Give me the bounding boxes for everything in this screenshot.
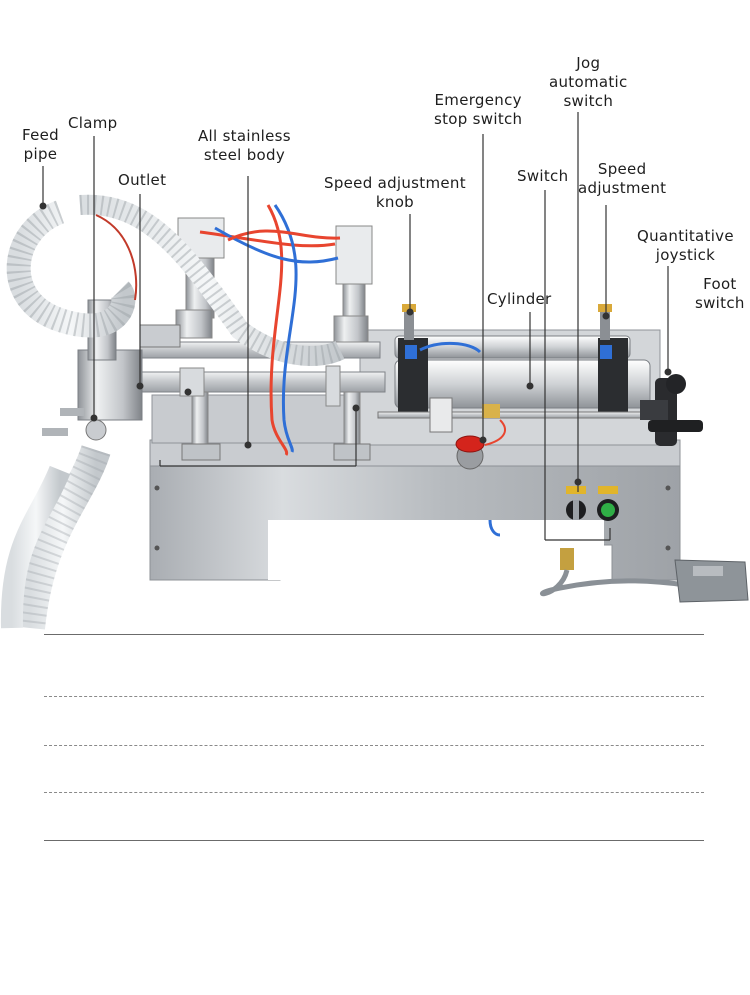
- table-top-rule: [44, 634, 704, 635]
- label-switch: Switch: [517, 167, 569, 185]
- label-quantitative-joystick: Quantitative joystick: [637, 227, 734, 264]
- table-row-divider: [44, 696, 704, 697]
- spec-table: [44, 634, 704, 844]
- label-jog-automatic-switch: Jog automatic switch: [549, 54, 628, 110]
- label-feed-pipe: Feed pipe: [22, 126, 59, 163]
- leader-lines: [42, 112, 669, 541]
- label-outlet: Outlet: [118, 171, 167, 189]
- table-bottom-rule: [44, 840, 704, 841]
- label-speed-adjustment: Speed adjustment: [578, 160, 667, 197]
- table-row-divider: [44, 792, 704, 793]
- label-emergency-stop-switch: Emergency stop switch: [434, 91, 523, 128]
- leader-dots: [39, 202, 672, 486]
- power-button-icon: [601, 503, 615, 517]
- label-cylinder: Cylinder: [487, 290, 552, 308]
- emergency-stop-icon: [455, 435, 485, 453]
- label-clamp: Clamp: [68, 114, 118, 132]
- label-speed-adjustment-knob: Speed adjustment knob: [324, 174, 466, 211]
- label-all-stainless-steel-body: All stainless steel body: [198, 127, 291, 164]
- table-row-divider: [44, 745, 704, 746]
- label-foot-switch: Foot switch: [695, 275, 745, 312]
